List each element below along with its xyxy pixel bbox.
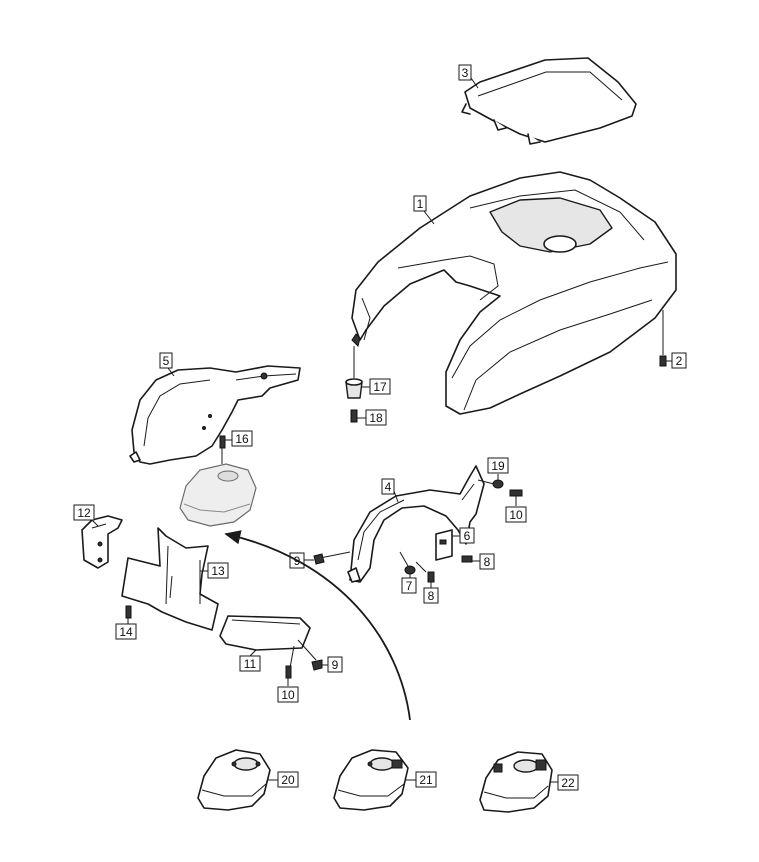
part-9-clip-upper[interactable] bbox=[304, 551, 351, 565]
part-10-screw-upper[interactable] bbox=[509, 489, 523, 506]
callout-18: 18 bbox=[365, 409, 387, 426]
svg-text:20: 20 bbox=[281, 773, 295, 787]
svg-text:16: 16 bbox=[235, 432, 249, 446]
callout-21: 21 bbox=[415, 771, 437, 788]
callout-4: 4 bbox=[381, 478, 395, 495]
part-2-screw[interactable] bbox=[659, 310, 672, 367]
svg-text:2: 2 bbox=[676, 354, 683, 368]
part-12-bracket[interactable] bbox=[81, 515, 123, 569]
svg-text:3: 3 bbox=[462, 66, 469, 80]
callout-20: 20 bbox=[277, 771, 299, 788]
part-18-screw[interactable] bbox=[350, 409, 366, 423]
callout-12: 12 bbox=[73, 504, 99, 527]
callout-2: 2 bbox=[671, 352, 687, 369]
svg-text:18: 18 bbox=[369, 411, 383, 425]
callout-1: 1 bbox=[413, 195, 435, 225]
part-22-cap[interactable] bbox=[479, 751, 558, 813]
callout-10-lower: 10 bbox=[277, 686, 299, 703]
part-1-main-hood[interactable] bbox=[351, 171, 677, 415]
callout-10-upper: 10 bbox=[505, 506, 527, 523]
part-3-top-cover[interactable] bbox=[461, 57, 637, 145]
svg-text:8: 8 bbox=[428, 589, 435, 603]
callout-6: 6 bbox=[459, 527, 475, 544]
part-8-screw-lower[interactable] bbox=[415, 561, 435, 588]
part-14-screw[interactable] bbox=[125, 605, 132, 624]
part-7-washer[interactable] bbox=[399, 551, 416, 578]
svg-text:21: 21 bbox=[419, 773, 433, 787]
svg-text:10: 10 bbox=[509, 508, 523, 522]
svg-text:12: 12 bbox=[77, 506, 91, 520]
svg-text:10: 10 bbox=[281, 688, 295, 702]
callout-3: 3 bbox=[458, 64, 479, 89]
svg-text:13: 13 bbox=[211, 564, 225, 578]
part-16-screw[interactable] bbox=[219, 435, 232, 464]
part-11-lower-cover[interactable] bbox=[219, 615, 311, 657]
svg-text:19: 19 bbox=[491, 459, 505, 473]
part-10-screw-lower[interactable] bbox=[285, 645, 295, 686]
callout-17: 17 bbox=[369, 378, 391, 395]
install-arrow bbox=[224, 530, 411, 721]
part-20-cap[interactable] bbox=[197, 749, 278, 811]
svg-text:1: 1 bbox=[417, 197, 424, 211]
svg-text:5: 5 bbox=[163, 354, 170, 368]
callout-22: 22 bbox=[557, 774, 579, 791]
svg-text:14: 14 bbox=[119, 625, 133, 639]
callout-16: 16 bbox=[231, 430, 253, 447]
callout-8-lower: 8 bbox=[423, 587, 439, 604]
svg-text:6: 6 bbox=[464, 529, 471, 543]
part-4-front-fender[interactable] bbox=[347, 465, 485, 583]
part-6-plate[interactable] bbox=[435, 529, 460, 561]
callout-19: 19 bbox=[487, 457, 509, 474]
svg-text:17: 17 bbox=[373, 380, 387, 394]
part-5-rear-guard[interactable] bbox=[129, 365, 301, 465]
part-21-cap[interactable] bbox=[333, 749, 416, 811]
svg-text:22: 22 bbox=[561, 776, 575, 790]
part-19-washer[interactable] bbox=[477, 474, 504, 489]
svg-text:7: 7 bbox=[406, 579, 413, 593]
svg-text:4: 4 bbox=[385, 480, 392, 494]
svg-text:8: 8 bbox=[484, 555, 491, 569]
svg-text:11: 11 bbox=[244, 657, 257, 671]
part-17-buffer[interactable] bbox=[345, 346, 370, 399]
callout-11: 11 bbox=[239, 655, 261, 672]
callout-5: 5 bbox=[159, 352, 175, 377]
callout-7: 7 bbox=[401, 577, 417, 594]
part-13-bracket[interactable] bbox=[121, 527, 219, 631]
callout-9-lower: 9 bbox=[327, 656, 343, 673]
callout-13: 13 bbox=[207, 562, 229, 579]
part-9-clip-lower[interactable] bbox=[297, 639, 328, 671]
svg-text:9: 9 bbox=[332, 658, 339, 672]
callout-14: 14 bbox=[115, 623, 137, 640]
part-8-screw-right[interactable] bbox=[461, 555, 480, 563]
callout-8-right: 8 bbox=[479, 553, 495, 570]
cap-install-position bbox=[179, 463, 257, 527]
